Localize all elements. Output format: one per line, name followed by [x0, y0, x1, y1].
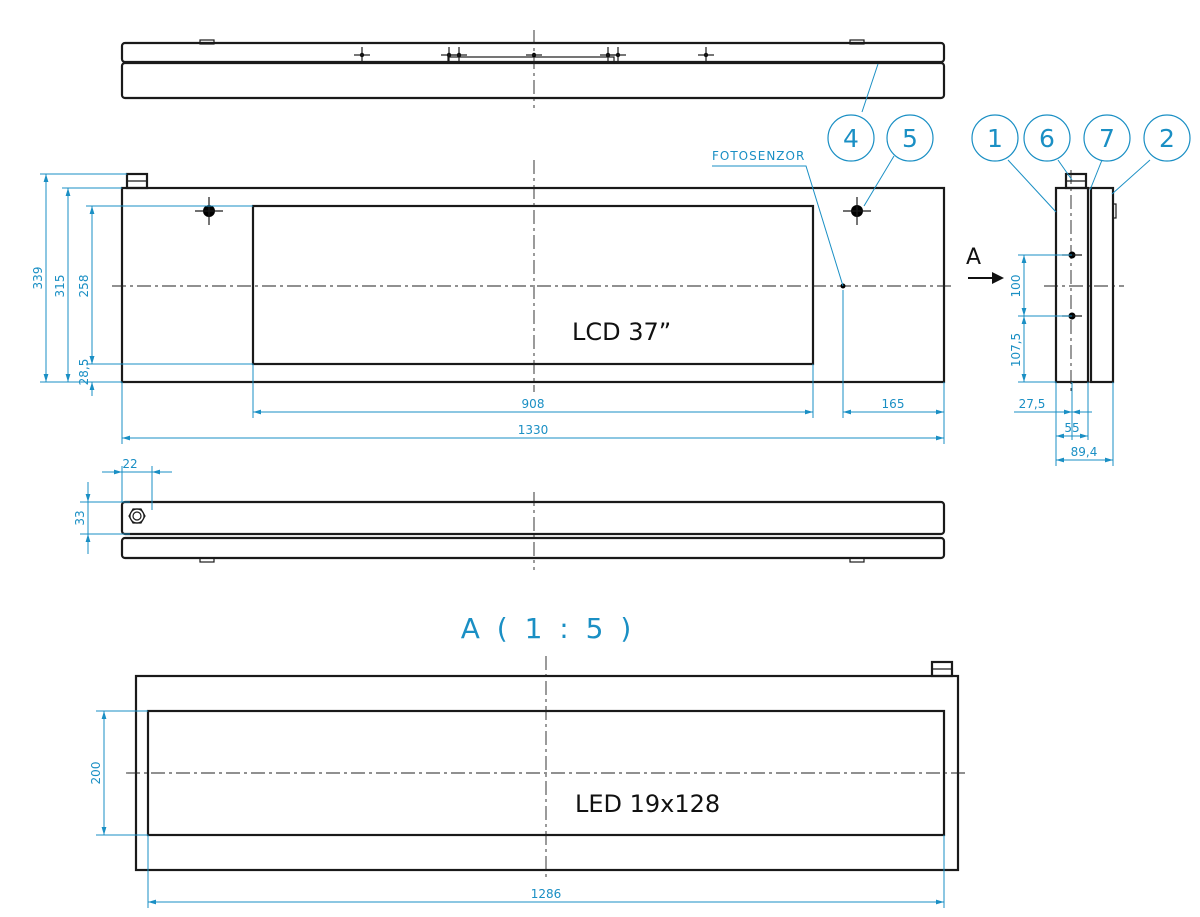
side-view-dimensions: 100 107,5 27,5 55 89,4 [1009, 254, 1114, 466]
detail-view-dimensions: 200 1286 [89, 710, 945, 908]
view-arrow-a: A [966, 245, 1004, 284]
callout-1: 1 [987, 124, 1003, 153]
front-view: LCD 37” [112, 160, 952, 392]
dim-22: 22 [122, 457, 137, 471]
dim-89-4: 89,4 [1071, 445, 1098, 459]
fotosenzor-label: FOTOSENZOR [712, 149, 805, 163]
bottom-view [120, 492, 946, 570]
detail-view-title: A ( 1 : 5 ) [461, 612, 636, 645]
led-label: LED 19x128 [575, 790, 720, 818]
callout-7: 7 [1099, 124, 1115, 153]
lcd-label: LCD 37” [572, 318, 671, 346]
callout-2: 2 [1159, 124, 1175, 153]
view-arrow-label: A [966, 245, 981, 270]
top-view-mounting-points [354, 47, 714, 61]
dim-107-5: 107,5 [1009, 333, 1023, 367]
dim-908: 908 [522, 397, 545, 411]
top-view [120, 30, 946, 108]
front-view-dimensions: 339 315 258 28,5 908 165 1330 [31, 173, 945, 444]
dim-100: 100 [1009, 275, 1023, 298]
dim-1286: 1286 [531, 887, 562, 901]
dim-1330: 1330 [518, 423, 549, 437]
dim-315: 315 [53, 275, 67, 298]
callouts: 4 5 1 6 7 2 [827, 63, 1191, 213]
fotosenzor-annotation: FOTOSENZOR [712, 149, 844, 287]
callout-5: 5 [902, 124, 918, 153]
dim-165: 165 [882, 397, 905, 411]
dim-33: 33 [73, 510, 87, 525]
bottom-view-dimensions: 22 33 [73, 457, 172, 554]
side-view [1044, 170, 1124, 394]
dim-200: 200 [89, 762, 103, 785]
callout-6: 6 [1039, 124, 1055, 153]
dim-27-5: 27,5 [1019, 397, 1046, 411]
dim-55: 55 [1064, 421, 1079, 435]
dim-28-5: 28,5 [77, 359, 91, 386]
callout-4: 4 [843, 124, 859, 153]
dim-339: 339 [31, 267, 45, 290]
detail-view: LED 19x128 [126, 656, 968, 880]
dim-258: 258 [77, 275, 91, 298]
